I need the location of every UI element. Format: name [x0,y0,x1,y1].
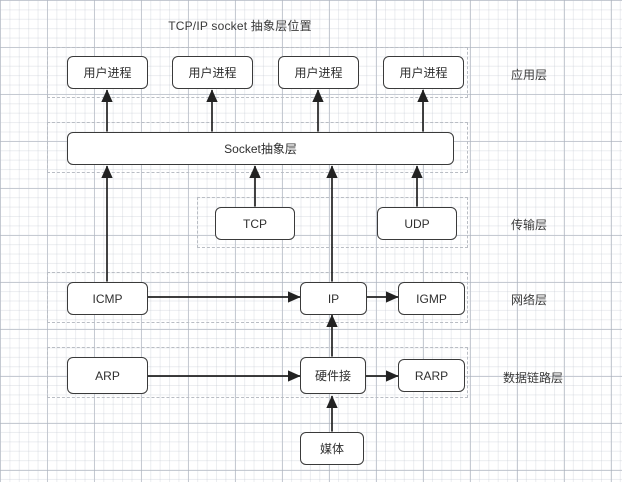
page-title: TCP/IP socket 抽象层位置 [168,19,312,33]
node-user-process-3[interactable]: 用户进程 [278,56,359,89]
node-rarp[interactable]: RARP [398,359,465,392]
node-hardware-interface[interactable]: 硬件接 [300,357,366,394]
node-user-process-1[interactable]: 用户进程 [67,56,148,89]
layer-label-network: 网络层 [511,293,548,307]
layer-label-transport: 传输层 [511,218,548,232]
node-igmp[interactable]: IGMP [398,282,465,315]
node-arp[interactable]: ARP [67,357,148,394]
layer-label-application: 应用层 [511,68,548,82]
layer-band-network [47,272,468,323]
node-socket-abstraction-layer[interactable]: Socket抽象层 [67,132,454,165]
node-user-process-4[interactable]: 用户进程 [383,56,464,89]
node-tcp[interactable]: TCP [215,207,295,240]
layer-band-application [47,47,468,98]
node-udp[interactable]: UDP [377,207,457,240]
layer-label-datalink: 数据链路层 [503,371,564,385]
node-ip[interactable]: IP [300,282,367,315]
node-media[interactable]: 媒体 [300,432,364,465]
node-icmp[interactable]: ICMP [67,282,148,315]
node-user-process-2[interactable]: 用户进程 [172,56,253,89]
layer-band-datalink [47,347,468,398]
